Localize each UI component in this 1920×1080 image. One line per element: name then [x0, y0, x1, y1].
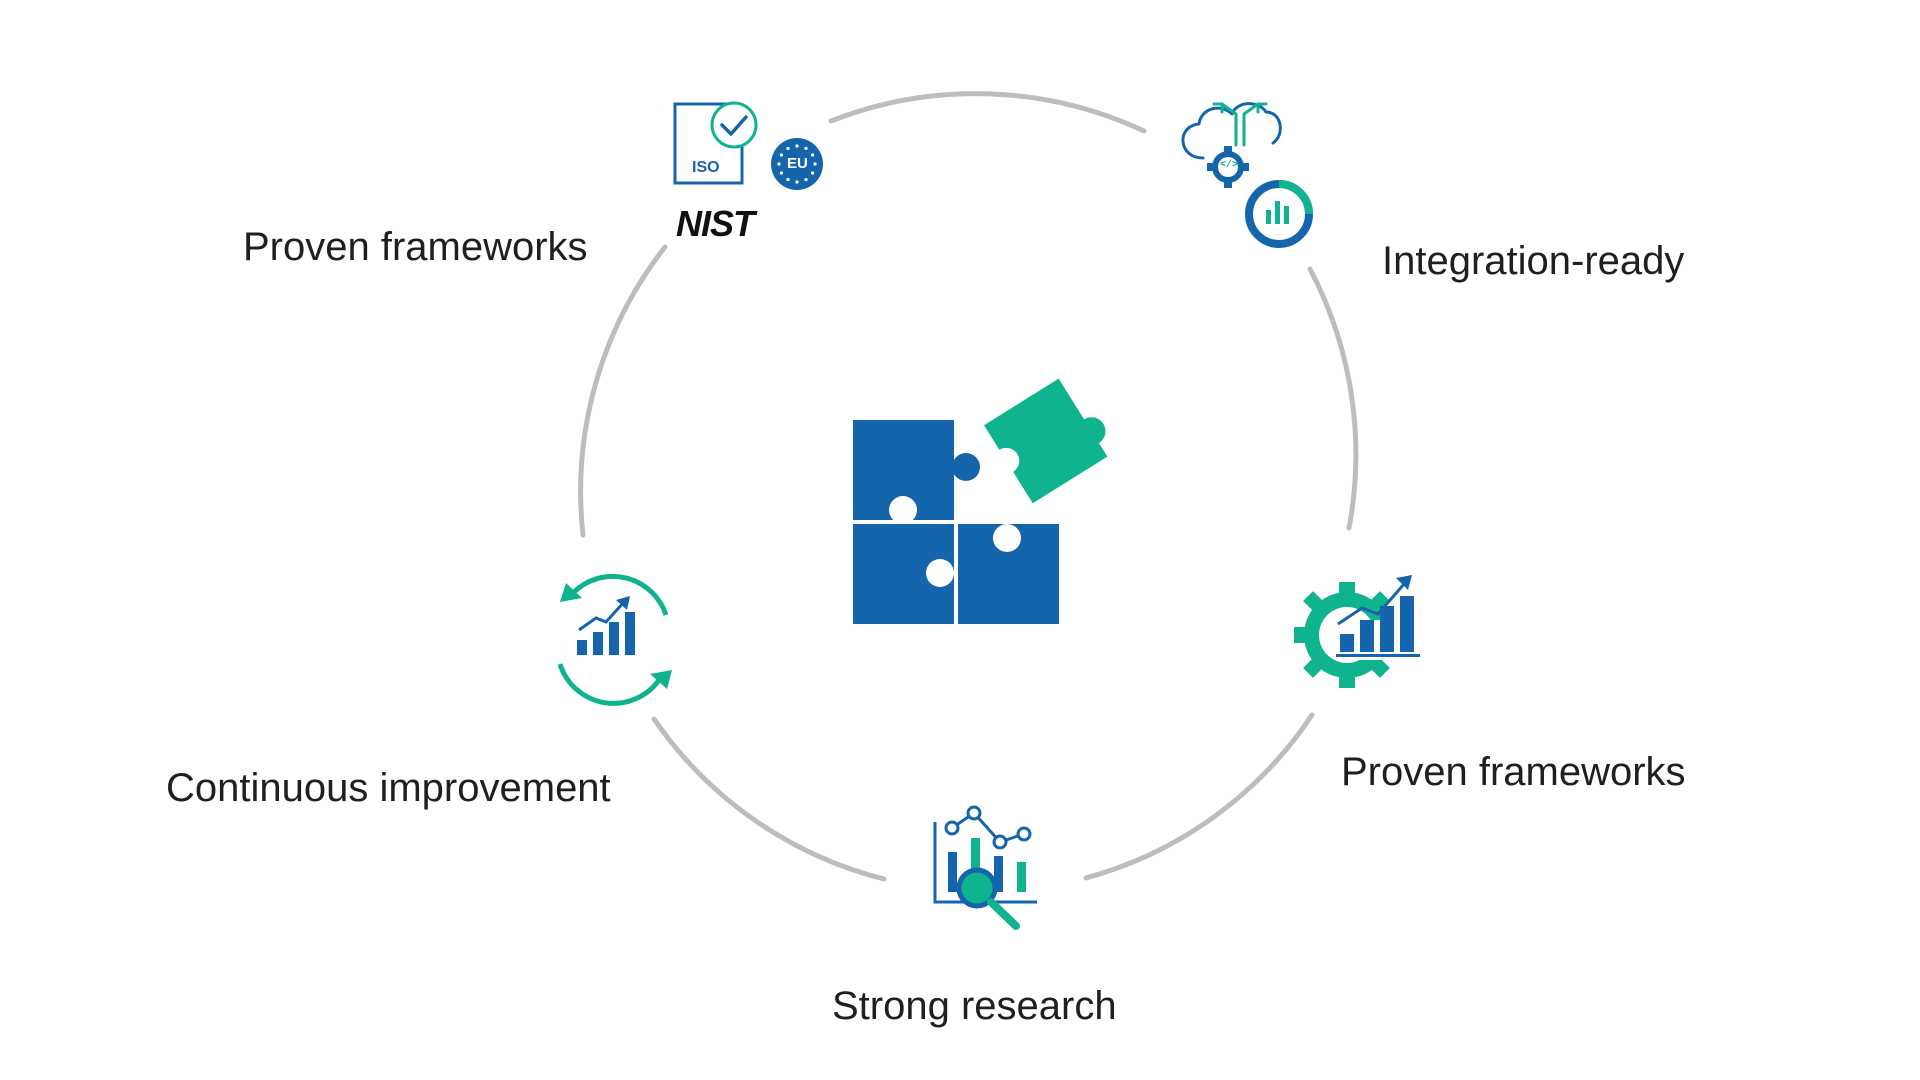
checkmark-badge-icon	[710, 101, 758, 149]
cloud-integration-icon	[1181, 102, 1282, 160]
ring-arc-bottom-left	[651, 716, 887, 882]
ring-arc-left	[578, 244, 668, 538]
node-label-integration-ready: Integration-ready	[1382, 239, 1685, 283]
ring-arc-right	[1307, 266, 1359, 531]
node-label-strong-research: Strong research	[832, 984, 1117, 1028]
node-label-continuous-improvement: Continuous improvement	[166, 766, 611, 810]
node-label-proven-frameworks-right: Proven frameworks	[1341, 750, 1686, 794]
code-gear-icon	[1207, 146, 1249, 188]
nist-logo: NIST	[676, 203, 755, 244]
ring-arc-bottom-right	[1083, 712, 1315, 881]
puzzle-piece-green-rotated	[984, 378, 1108, 504]
iso-badge-text: ISO	[692, 159, 720, 176]
analytics-donut-icon	[1245, 180, 1313, 248]
node-label-proven-frameworks-top: Proven frameworks	[243, 225, 588, 269]
eu-stars-icon	[771, 138, 823, 190]
code-glyph: </>	[1220, 160, 1239, 171]
puzzle-knob-cut	[926, 559, 954, 587]
ring-arc-top	[828, 91, 1147, 134]
eu-badge-text: EU	[787, 155, 808, 172]
puzzle-knob-cut	[889, 496, 917, 524]
puzzle-knob-cut	[993, 524, 1021, 552]
